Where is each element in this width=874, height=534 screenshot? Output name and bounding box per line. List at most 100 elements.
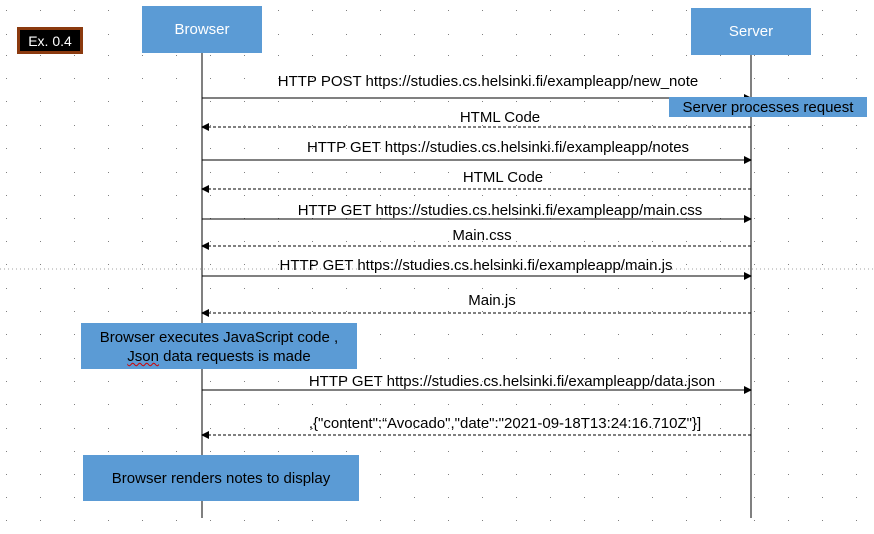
grid-dot: [142, 264, 143, 265]
grid-dot: [278, 34, 279, 35]
grid-dot: [584, 34, 585, 35]
grid-dot: [414, 78, 415, 79]
grid-dot: [380, 358, 381, 359]
grid-dot: [516, 264, 517, 265]
grid-dot: [346, 10, 347, 11]
grid-dot: [244, 55, 245, 56]
grid-dot: [822, 497, 823, 498]
grid-dot: [278, 241, 279, 242]
grid-dot: [380, 474, 381, 475]
grid-dot: [652, 381, 653, 382]
grid-dot: [176, 404, 177, 405]
message-label-get-main-css: HTTP GET https://studies.cs.helsinki.fi/…: [297, 202, 703, 219]
grid-dot: [176, 264, 177, 265]
grid-dot: [108, 172, 109, 173]
grid-dot: [176, 241, 177, 242]
grid-dot: [210, 195, 211, 196]
grid-dot: [74, 497, 75, 498]
grid-dot: [618, 497, 619, 498]
grid-dot: [210, 148, 211, 149]
grid-dot: [448, 358, 449, 359]
grid-dot: [312, 264, 313, 265]
grid-dot: [244, 311, 245, 312]
grid-dot: [652, 404, 653, 405]
grid-dot: [210, 520, 211, 521]
grid-dot: [856, 381, 857, 382]
grid-dot: [346, 520, 347, 521]
grid-dot: [584, 172, 585, 173]
grid-dot: [108, 34, 109, 35]
grid-dot: [618, 241, 619, 242]
grid-dot: [652, 288, 653, 289]
grid-dot: [414, 55, 415, 56]
grid-dot: [380, 334, 381, 335]
grid-dot: [312, 125, 313, 126]
note-browser-renders: Browser renders notes to display: [83, 455, 359, 501]
grid-dot: [822, 148, 823, 149]
grid-dot: [550, 264, 551, 265]
grid-dot: [108, 311, 109, 312]
grid-dot: [584, 358, 585, 359]
grid-dot: [6, 34, 7, 35]
grid-dot: [312, 311, 313, 312]
grid-dot: [108, 10, 109, 11]
grid-dot: [788, 358, 789, 359]
grid-dot: [74, 10, 75, 11]
grid-dot: [312, 520, 313, 521]
grid-dot: [6, 241, 7, 242]
grid-dot: [550, 497, 551, 498]
grid-dot: [142, 78, 143, 79]
grid-dot: [6, 218, 7, 219]
grid-dot: [210, 451, 211, 452]
grid-dot: [278, 520, 279, 521]
grid-dot: [278, 148, 279, 149]
grid-dot: [482, 451, 483, 452]
grid-dot: [244, 264, 245, 265]
grid-dot: [6, 55, 7, 56]
grid-dot: [312, 451, 313, 452]
grid-dot: [652, 10, 653, 11]
grid-dot: [856, 451, 857, 452]
grid-dot: [652, 428, 653, 429]
grid-dot: [550, 428, 551, 429]
grid-dot: [720, 428, 721, 429]
grid-dot: [482, 474, 483, 475]
grid-dot: [788, 288, 789, 289]
grid-dot: [142, 381, 143, 382]
grid-dot: [788, 218, 789, 219]
grid-dot: [584, 428, 585, 429]
grid-dot: [652, 241, 653, 242]
grid-dot: [176, 451, 177, 452]
grid-dot: [822, 218, 823, 219]
grid-dot: [686, 78, 687, 79]
grid-dot: [720, 381, 721, 382]
grid-dot: [618, 358, 619, 359]
grid-dot: [414, 148, 415, 149]
grid-dot: [788, 381, 789, 382]
grid-dot: [754, 451, 755, 452]
grid-dot: [142, 195, 143, 196]
grid-dot: [380, 428, 381, 429]
grid-dot: [788, 311, 789, 312]
grid-dot: [618, 148, 619, 149]
grid-dot: [414, 451, 415, 452]
grid-dot: [278, 125, 279, 126]
grid-dot: [40, 428, 41, 429]
grid-dot: [856, 195, 857, 196]
grid-dot: [40, 474, 41, 475]
grid-dot: [380, 172, 381, 173]
grid-dot: [278, 288, 279, 289]
grid-dot: [244, 172, 245, 173]
grid-dot: [720, 404, 721, 405]
grid-dot: [278, 10, 279, 11]
grid-dot: [788, 264, 789, 265]
grid-dot: [176, 288, 177, 289]
grid-dot: [754, 288, 755, 289]
grid-dot: [244, 451, 245, 452]
grid-dot: [584, 520, 585, 521]
grid-dot: [448, 55, 449, 56]
grid-dot: [720, 311, 721, 312]
grid-dot: [176, 428, 177, 429]
grid-dot: [822, 34, 823, 35]
grid-dot: [754, 241, 755, 242]
